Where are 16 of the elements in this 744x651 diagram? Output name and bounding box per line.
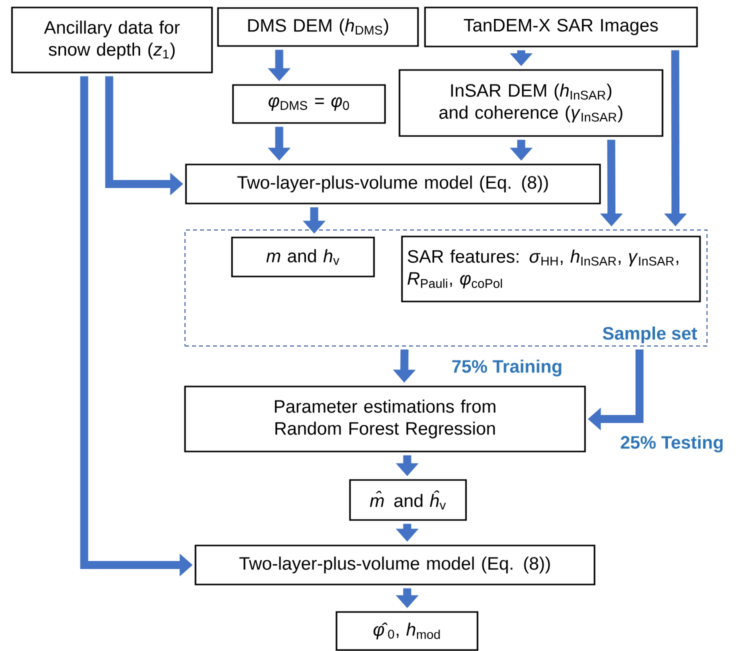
process-box: φ$_{DMS}$ = φ$_{0}$ bbox=[232, 84, 386, 124]
process-box: Two-layer-plus-volume model (Eq. (8)) bbox=[194, 544, 596, 586]
process-box: Two-layer-plus-volume model (Eq. (8)) bbox=[185, 164, 601, 204]
process-box: TanDEM-X SAR Images bbox=[424, 6, 698, 48]
sample-set-frame bbox=[184, 230, 708, 346]
edge-label: 25% Testing bbox=[619, 434, 725, 454]
process-box: m and h$_{v}$ bbox=[231, 236, 375, 278]
process-box: Parameter estimations from Random Forest Regression bbox=[184, 386, 586, 452]
process-box: φ̂$_{0}$, h$_{mod}$ bbox=[336, 611, 478, 651]
process-box: SAR features: σ$_{HH}$, h$_{InSAR}$, γ$_{InSAR}$, R$_{Pauli}$, φ$_{coPol}$ bbox=[401, 236, 701, 302]
process-box: Ancillary data for snow depth (z$_{1}$) bbox=[11, 6, 213, 74]
process-box: InSAR DEM (h$_{InSAR}$) and coherence (γ$_{InSAR}$) bbox=[398, 69, 664, 137]
edge-label: 75% Training bbox=[450, 358, 564, 378]
group-label: Sample set bbox=[602, 326, 698, 344]
process-box: DMS DEM (h$_{DMS}$) bbox=[217, 7, 419, 47]
process-box: m̂ and ĥ$_{v}$ bbox=[349, 479, 467, 521]
